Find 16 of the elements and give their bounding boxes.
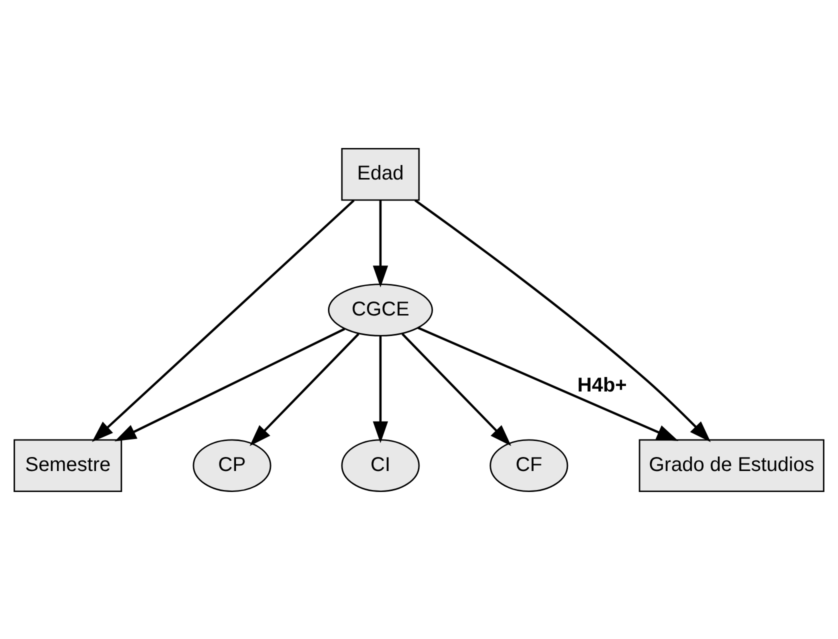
- arrow: [372, 200, 388, 287]
- arrow: [402, 332, 512, 446]
- node-ellipse: CI: [341, 438, 420, 492]
- node-box: Semestre: [14, 438, 122, 492]
- node-ellipse: CGCE: [328, 283, 433, 336]
- node-ellipse: CF: [490, 438, 568, 492]
- arrow: [250, 332, 360, 446]
- node-box: Edad: [341, 148, 420, 200]
- arrow: [418, 326, 678, 441]
- edge-label: H4b+: [577, 374, 627, 396]
- arrow: [114, 327, 346, 441]
- arrow: [92, 199, 355, 442]
- arrow: [372, 335, 388, 443]
- node-box: Grado de Estudios: [638, 438, 824, 492]
- node-ellipse: CP: [192, 438, 272, 492]
- arrow: [414, 198, 711, 442]
